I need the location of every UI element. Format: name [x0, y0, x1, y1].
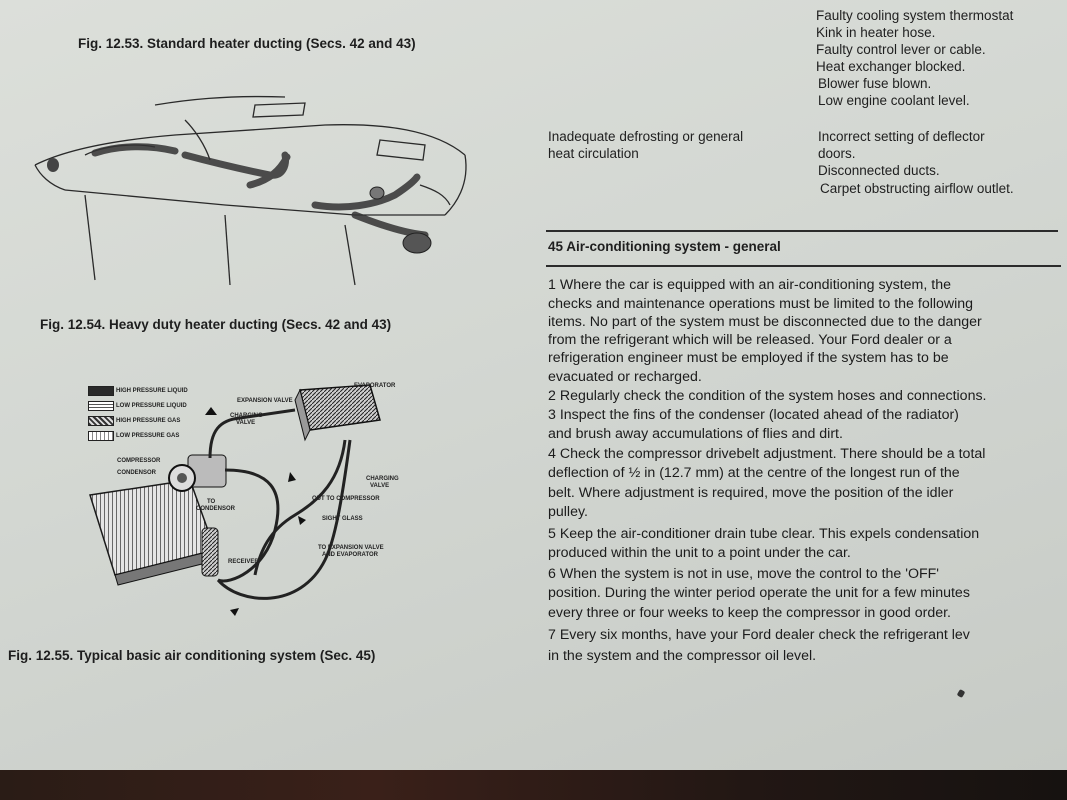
- legend-label-high-pressure-gas: HIGH PRESSURE GAS: [116, 418, 181, 424]
- label-charging-valve-right-b: VALVE: [370, 483, 390, 489]
- label-charging-valve-top-b: VALVE: [236, 420, 256, 426]
- label-to-expansion-valve: TO EXPANSION VALVE: [318, 545, 384, 551]
- cause-line: doors.: [818, 146, 856, 161]
- body-line: items. No part of the system must be dis…: [548, 314, 982, 330]
- body-line: 7 Every six months, have your Ford deale…: [548, 627, 970, 643]
- body-line: from the refrigerant which will be relea…: [548, 332, 952, 348]
- body-line: 2 Regularly check the condition of the s…: [548, 388, 987, 404]
- label-receiver: RECEIVER: [228, 559, 259, 565]
- body-line: 4 Check the compressor drivebelt adjustm…: [548, 446, 986, 462]
- cause-line: Carpet obstructing airflow outlet.: [820, 181, 1014, 196]
- body-line: in the system and the compressor oil lev…: [548, 648, 817, 664]
- legend-swatch-high-pressure-gas: [88, 416, 114, 426]
- label-sight-glass: SIGHT GLASS: [322, 516, 363, 522]
- ink-mark: [956, 688, 966, 699]
- body-line: 6 When the system is not in use, move th…: [548, 566, 940, 582]
- body-line: pulley.: [548, 504, 588, 520]
- cause-line: Disconnected ducts.: [818, 163, 940, 178]
- label-out-to-compressor: OUT TO COMPRESSOR: [312, 496, 380, 502]
- symptom-line: Inadequate defrosting or general: [548, 129, 744, 144]
- label-charging-valve-right: CHARGING: [366, 476, 399, 482]
- legend-label-low-pressure-liquid: LOW PRESSURE LIQUID: [116, 403, 187, 409]
- legend-label-high-pressure-liquid: HIGH PRESSURE LIQUID: [116, 388, 188, 394]
- body-line: and brush away accumulations of flies an…: [548, 426, 843, 442]
- cause-line: Heat exchanger blocked.: [816, 59, 966, 74]
- heater-ducting-illustration: [34, 95, 467, 286]
- body-line: deflection of ½ in (12.7 mm) at the cent…: [548, 465, 960, 481]
- label-compressor: COMPRESSOR: [117, 458, 161, 464]
- body-line: checks and maintenance operations must b…: [548, 296, 974, 312]
- cause-line: Faulty cooling system thermostat: [816, 8, 1014, 23]
- fig-12-55-caption: Fig. 12.55. Typical basic air conditioni…: [8, 648, 376, 663]
- section-rule-bottom: [546, 265, 1061, 267]
- fig-12-54-caption: Fig. 12.54. Heavy duty heater ducting (S…: [40, 317, 392, 332]
- ac-system-drawing: [89, 384, 381, 616]
- legend-swatch-low-pressure-gas: [88, 431, 114, 441]
- label-evaporator: EVAPORATOR: [354, 383, 396, 389]
- label-to-expansion-valve-b: AND EVAPORATOR: [322, 552, 379, 558]
- label-expansion-valve: EXPANSION VALVE: [237, 398, 293, 404]
- body-line: 5 Keep the air-conditioner drain tube cl…: [548, 526, 980, 542]
- label-to-condensor-b: CONDENSOR: [196, 506, 236, 512]
- legend-swatch-low-pressure-liquid: [88, 401, 114, 411]
- cause-line: Faulty control lever or cable.: [816, 42, 986, 57]
- background-surface: [0, 770, 1067, 800]
- body-line: refrigeration engineer must be employed …: [548, 350, 949, 366]
- body-line: belt. Where adjustment is required, move…: [548, 485, 954, 501]
- body-line: 1 Where the car is equipped with an air-…: [548, 277, 951, 293]
- manual-page: Fig. 12.53. Standard heater ducting (Sec…: [0, 0, 1067, 770]
- section-rule-top: [546, 230, 1058, 232]
- cause-line: Blower fuse blown.: [818, 76, 932, 91]
- label-to-condensor: TO: [207, 499, 216, 505]
- cause-line: Incorrect setting of deflector: [818, 129, 985, 144]
- body-line: 3 Inspect the fins of the condenser (loc…: [548, 407, 959, 423]
- body-line: position. During the winter period opera…: [548, 585, 970, 601]
- symptom-line: heat circulation: [548, 146, 639, 161]
- section-heading: 45 Air-conditioning system - general: [548, 239, 781, 254]
- label-charging-valve-top: CHARGING: [230, 413, 263, 419]
- label-condensor: CONDENSOR: [117, 470, 157, 476]
- body-line: every three or four weeks to keep the co…: [548, 605, 951, 621]
- body-line: produced within the unit to a point unde…: [548, 545, 851, 561]
- cause-line: Low engine coolant level.: [818, 93, 970, 108]
- fig-12-53-caption: Fig. 12.53. Standard heater ducting (Sec…: [78, 36, 416, 51]
- legend-label-low-pressure-gas: LOW PRESSURE GAS: [116, 433, 180, 439]
- cause-line: Kink in heater hose.: [816, 25, 936, 40]
- body-line: evacuated or recharged.: [548, 369, 702, 385]
- legend-swatch-high-pressure-liquid: [88, 386, 114, 396]
